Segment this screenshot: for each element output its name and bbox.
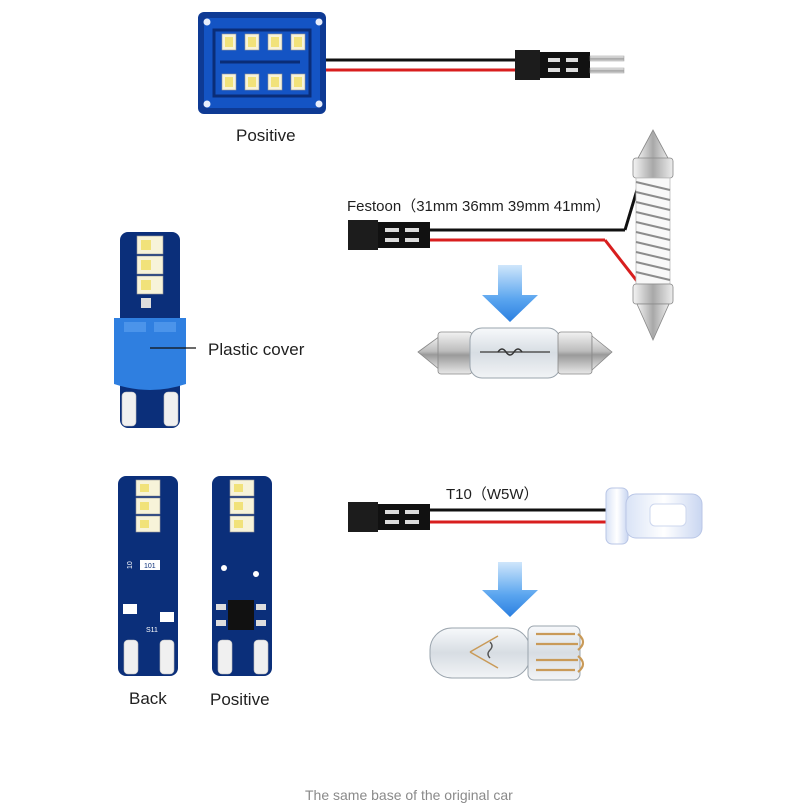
t10-glass-bulb bbox=[429, 625, 585, 681]
led-chip bbox=[221, 73, 306, 91]
footer-caption: The same base of the original car bbox=[305, 787, 513, 803]
festoon-glass-bulb bbox=[417, 327, 613, 379]
t10-pcb-back bbox=[118, 476, 178, 676]
t10-wire-harness bbox=[348, 502, 608, 532]
t10-led-with-cover bbox=[114, 232, 186, 428]
plastic-cover-label: Plastic cover bbox=[208, 340, 305, 359]
festoon-label: Festoon（31mm 36mm 39mm 41mm） bbox=[347, 198, 611, 215]
panel-led-board bbox=[198, 12, 326, 114]
festoon-spring-adapter bbox=[632, 129, 674, 341]
t10-pcb-positive bbox=[212, 476, 272, 676]
t10-label: T10（W5W） bbox=[446, 486, 539, 503]
led-chip bbox=[221, 33, 306, 51]
panel-positive-label: Positive bbox=[236, 126, 296, 145]
festoon-wire-harness bbox=[348, 179, 642, 286]
pcb-marking: 10 bbox=[127, 561, 134, 569]
panel-wire-harness bbox=[326, 50, 625, 80]
down-arrow-icon bbox=[482, 265, 538, 322]
down-arrow-icon bbox=[482, 562, 538, 617]
t10-socket-base bbox=[605, 487, 703, 545]
back-label: Back bbox=[129, 689, 167, 708]
positive-label: Positive bbox=[210, 690, 270, 709]
pcb-marking: 101 bbox=[144, 563, 156, 570]
pcb-marking: S11 bbox=[146, 627, 158, 634]
